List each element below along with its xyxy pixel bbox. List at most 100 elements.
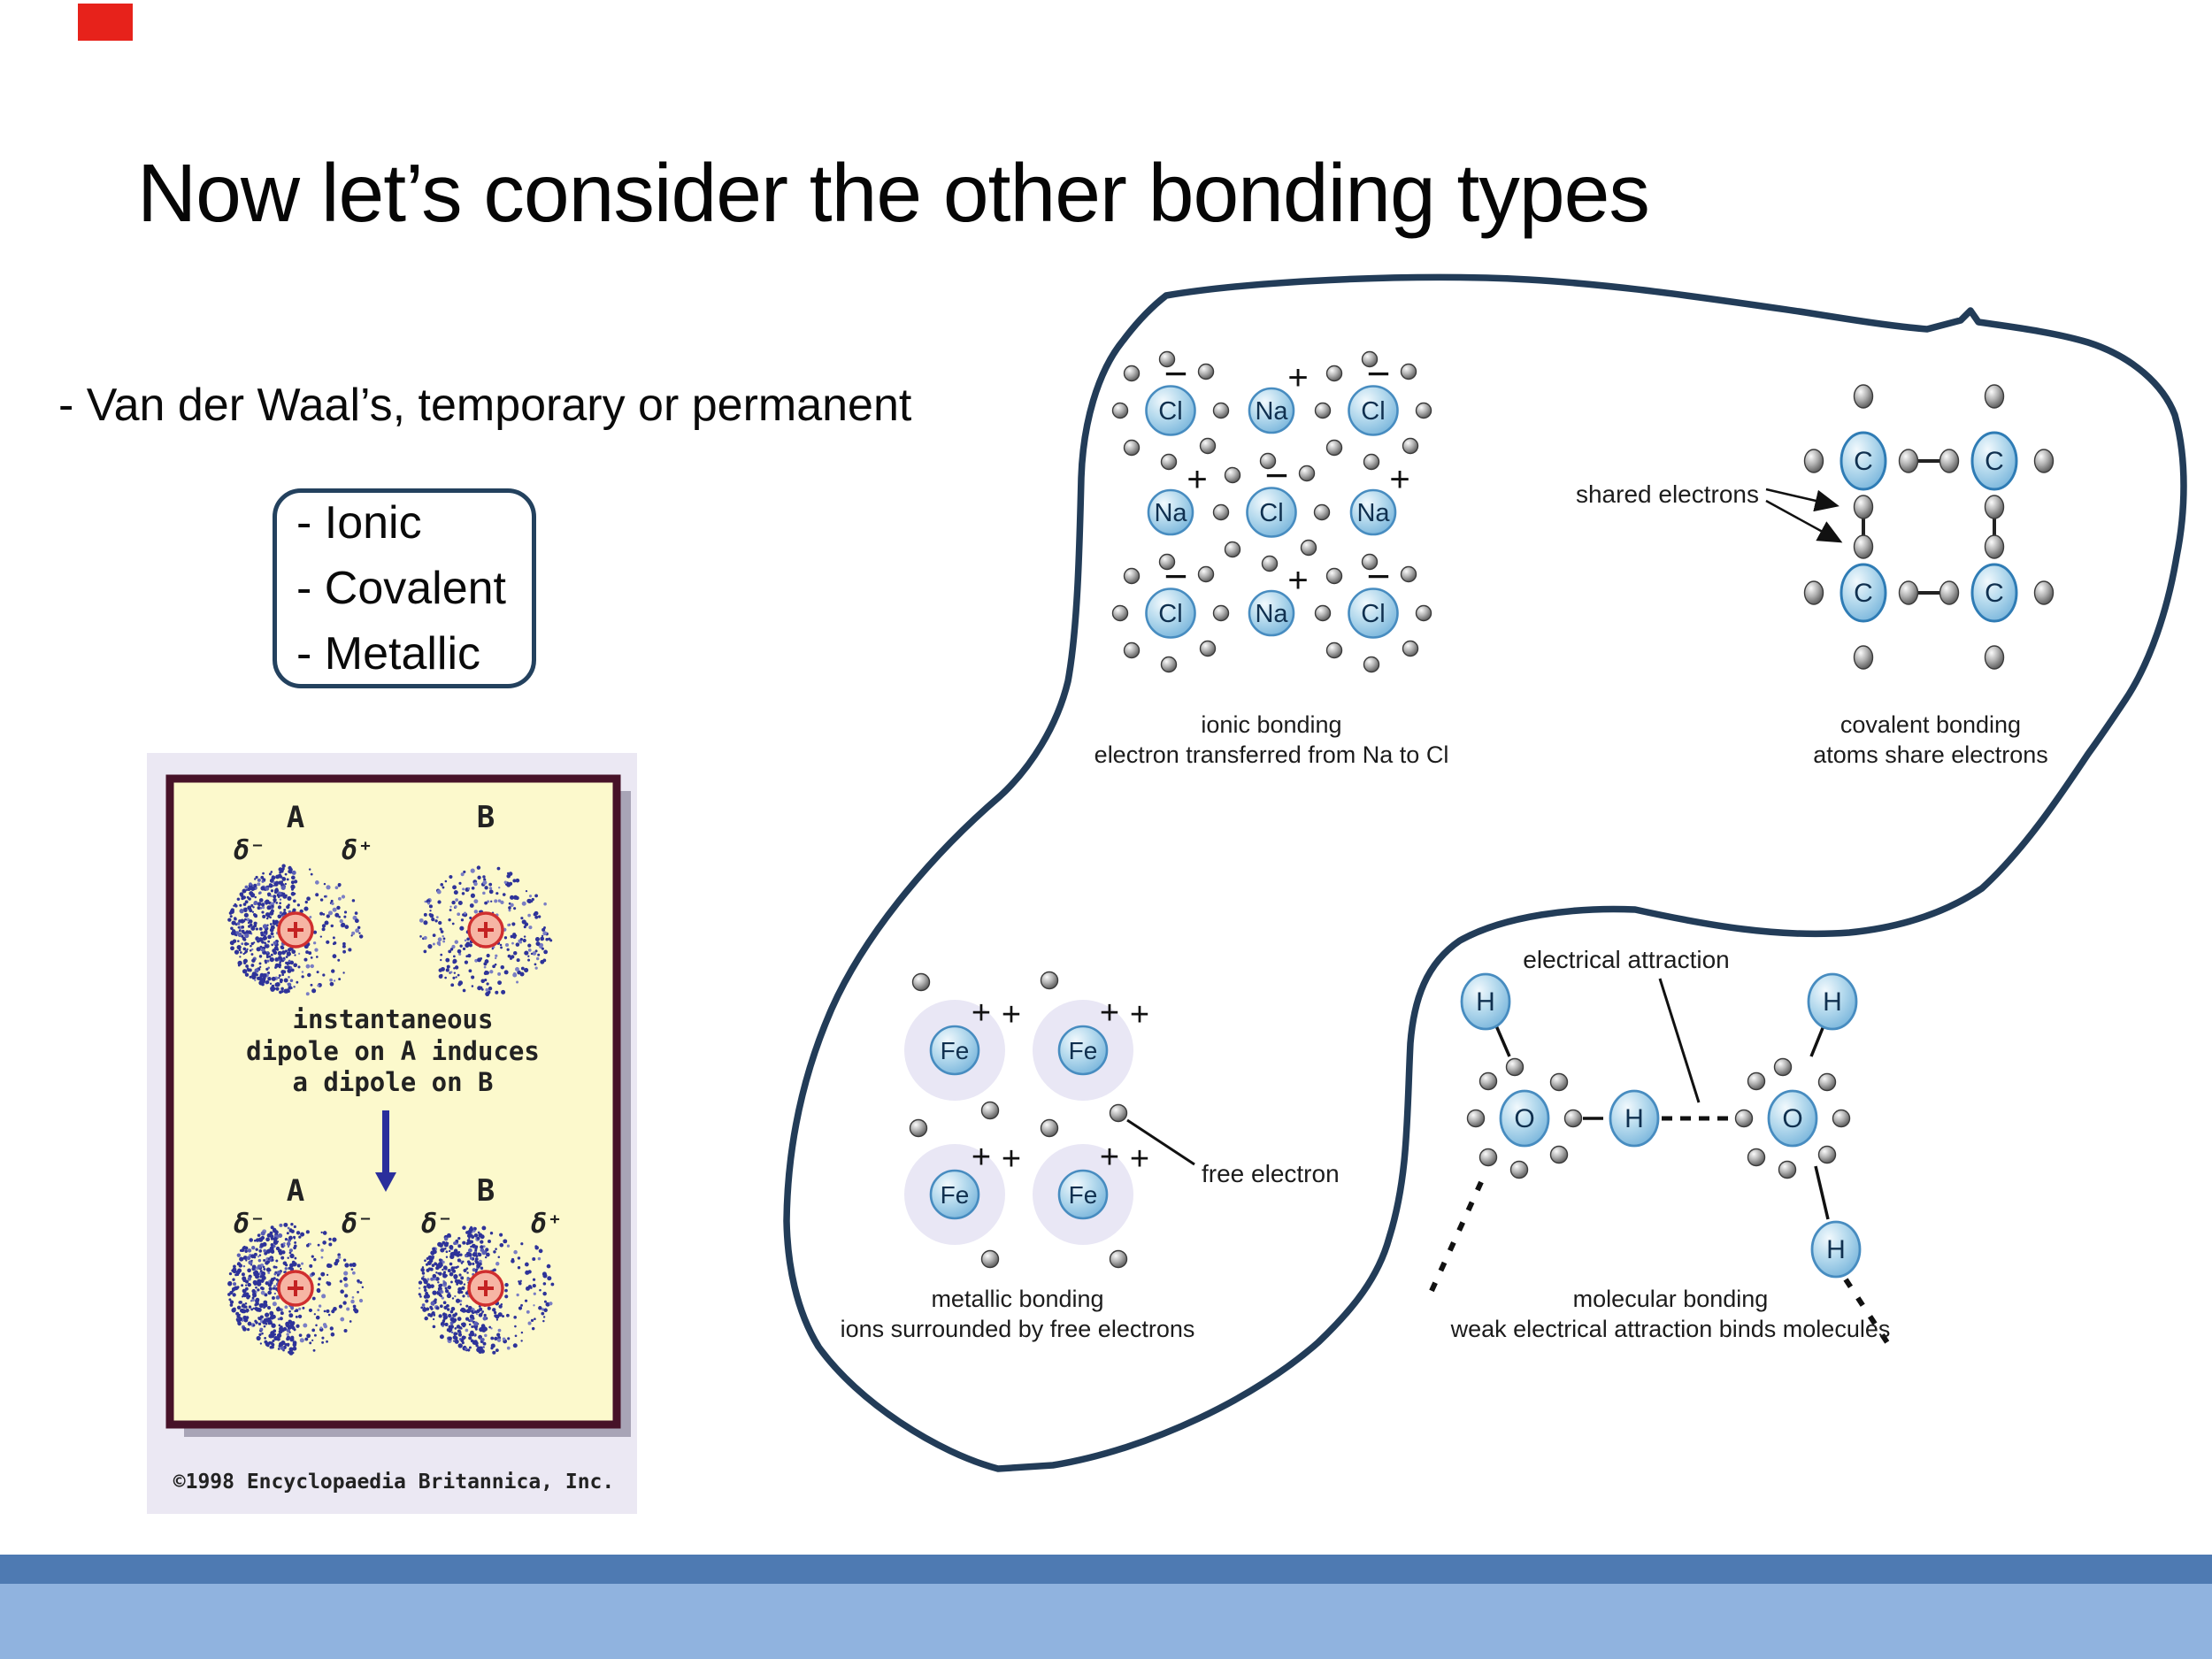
stipple-dot — [280, 1311, 284, 1316]
stipple-dot — [504, 1294, 509, 1299]
stipple-dot — [532, 951, 537, 956]
stipple-dot — [312, 930, 318, 934]
stipple-dot — [296, 903, 301, 907]
stipple-dot — [247, 930, 252, 934]
stipple-dot — [321, 1336, 325, 1340]
stipple-dot — [440, 958, 442, 962]
electron — [1466, 1109, 1486, 1128]
stipple-dot — [250, 964, 255, 967]
stipple-dot — [242, 902, 247, 906]
stipple-dot — [236, 944, 242, 950]
stipple-dot — [313, 1313, 316, 1316]
stipple-dot — [533, 1304, 535, 1307]
stipple-dot — [316, 971, 319, 974]
stippled-atom — [227, 864, 364, 996]
stipple-dot — [332, 1237, 337, 1242]
stipple-dot — [278, 891, 281, 895]
stipple-dot — [244, 949, 249, 953]
stipple-dot — [330, 924, 334, 928]
electron — [1109, 1249, 1128, 1269]
stipple-dot — [444, 976, 447, 979]
stipple-dot — [337, 1253, 341, 1256]
atom-b-label: B — [477, 800, 495, 835]
ion-fe-label: Fe — [1069, 1037, 1098, 1064]
stipple-dot — [270, 871, 273, 873]
stipple-dot — [288, 1310, 291, 1313]
stipple-dot — [243, 958, 248, 964]
electron — [1549, 1072, 1569, 1092]
electron — [1212, 503, 1230, 521]
stipple-dot — [288, 1248, 293, 1253]
stipple-dot — [259, 1270, 263, 1272]
minus-sign: − — [1265, 452, 1289, 498]
stipple-dot — [320, 1248, 324, 1252]
stipple-dot — [298, 1235, 302, 1239]
stipple-dot — [245, 1279, 250, 1284]
stipple-dot — [334, 1261, 339, 1266]
plus-sign: + — [972, 1139, 991, 1176]
stipple-dot — [244, 1302, 248, 1305]
stipple-dot — [281, 864, 286, 868]
box-item-metallic: - Metallic — [296, 628, 481, 680]
stipple-dot — [354, 1309, 359, 1314]
stipple-dot — [239, 1300, 242, 1304]
stipple-dot — [272, 935, 275, 938]
stipple-dot — [329, 981, 334, 987]
stipple-dot — [290, 1322, 295, 1326]
stipple-dot — [254, 979, 257, 982]
stipple-dot — [247, 969, 250, 972]
stipple-dot — [451, 944, 456, 949]
stipple-dot — [239, 903, 242, 907]
stipple-dot — [284, 1305, 288, 1310]
stipple-dot — [297, 965, 301, 969]
stipple-dot — [482, 875, 486, 879]
stipple-dot — [337, 958, 341, 962]
electron — [1313, 503, 1331, 521]
stipple-dot — [334, 912, 340, 918]
stipple-dot — [299, 1267, 303, 1271]
stipple-dot — [506, 872, 510, 875]
electron — [1197, 565, 1215, 583]
stipple-dot — [275, 1307, 281, 1312]
stipple-dot — [524, 1262, 529, 1267]
stipple-dot — [326, 885, 331, 890]
stipple-dot — [231, 1269, 234, 1272]
stipple-dot — [318, 1304, 322, 1308]
stipple-dot — [247, 925, 251, 928]
stipple-dot — [280, 987, 284, 991]
stipple-dot — [351, 1271, 356, 1275]
stipple-dot — [289, 1253, 295, 1259]
stipple-dot — [542, 1273, 548, 1279]
stipple-dot — [506, 873, 511, 879]
electron — [1984, 384, 2005, 409]
stipple-dot — [276, 1240, 280, 1243]
ion-label-na: Na — [1356, 499, 1390, 527]
stipple-dot — [537, 1256, 541, 1261]
stipple-dot — [270, 1242, 274, 1247]
electron — [1111, 402, 1129, 419]
stipple-dot — [251, 958, 256, 963]
stipple-dot — [259, 1342, 263, 1345]
stipple-dot — [257, 906, 261, 910]
stipple-dot — [487, 1306, 491, 1310]
plus-sign: + — [1130, 1141, 1149, 1178]
stipple-dot — [228, 1271, 233, 1276]
stipple-dot — [291, 1325, 296, 1330]
delta-plus-label: δ⁺ — [342, 835, 373, 866]
stipple-dot — [442, 886, 445, 889]
shared-electrons-label: shared electrons — [1576, 480, 1759, 508]
stipple-dot — [290, 884, 296, 890]
electron — [1778, 1160, 1797, 1179]
stipple-dot — [231, 920, 236, 926]
stipple-dot — [326, 914, 330, 918]
stipple-dot — [541, 927, 546, 932]
stipple-dot — [261, 1275, 266, 1280]
stipple-dot — [240, 918, 245, 924]
stipple-dot — [513, 907, 517, 910]
stipple-dot — [535, 956, 540, 961]
stipple-dot — [242, 1306, 246, 1309]
stipple-dot — [449, 1245, 454, 1250]
stipple-dot — [266, 892, 272, 896]
stipple-dot — [261, 905, 265, 910]
stipple-dot — [288, 865, 292, 871]
